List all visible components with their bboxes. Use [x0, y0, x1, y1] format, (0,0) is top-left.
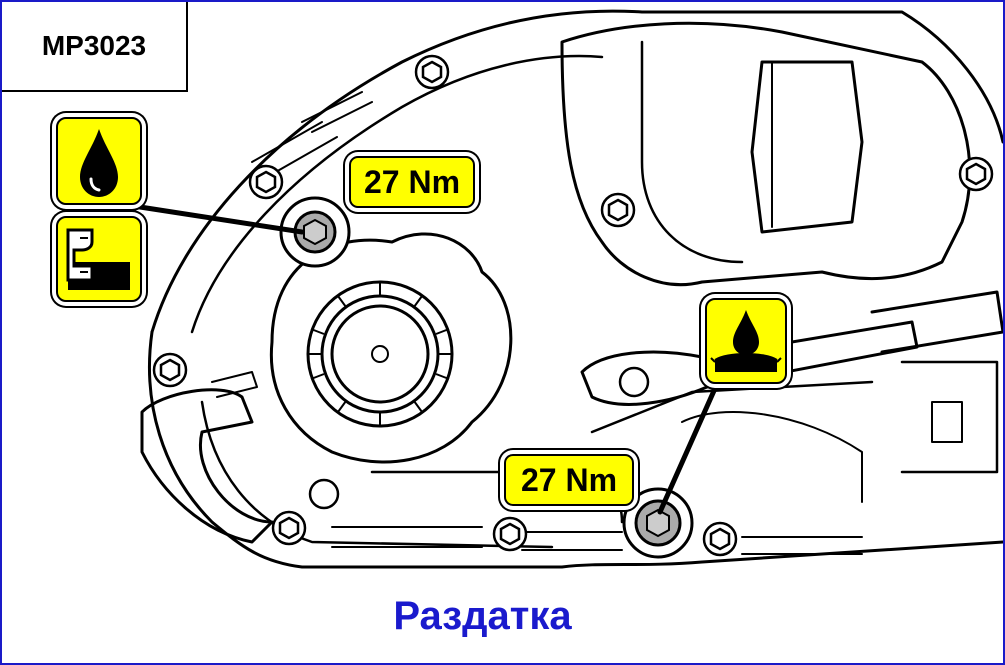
diagram-code-label: MP3023 — [2, 2, 188, 92]
diagram-caption: Раздатка — [393, 594, 572, 638]
fill-plug-torque-label: 27 Nm — [349, 156, 475, 208]
oil-level-icon — [56, 216, 142, 302]
oil-drop-icon — [56, 117, 142, 205]
drain-plug-torque-label: 27 Nm — [504, 454, 634, 506]
oil-drain-icon — [705, 298, 787, 384]
